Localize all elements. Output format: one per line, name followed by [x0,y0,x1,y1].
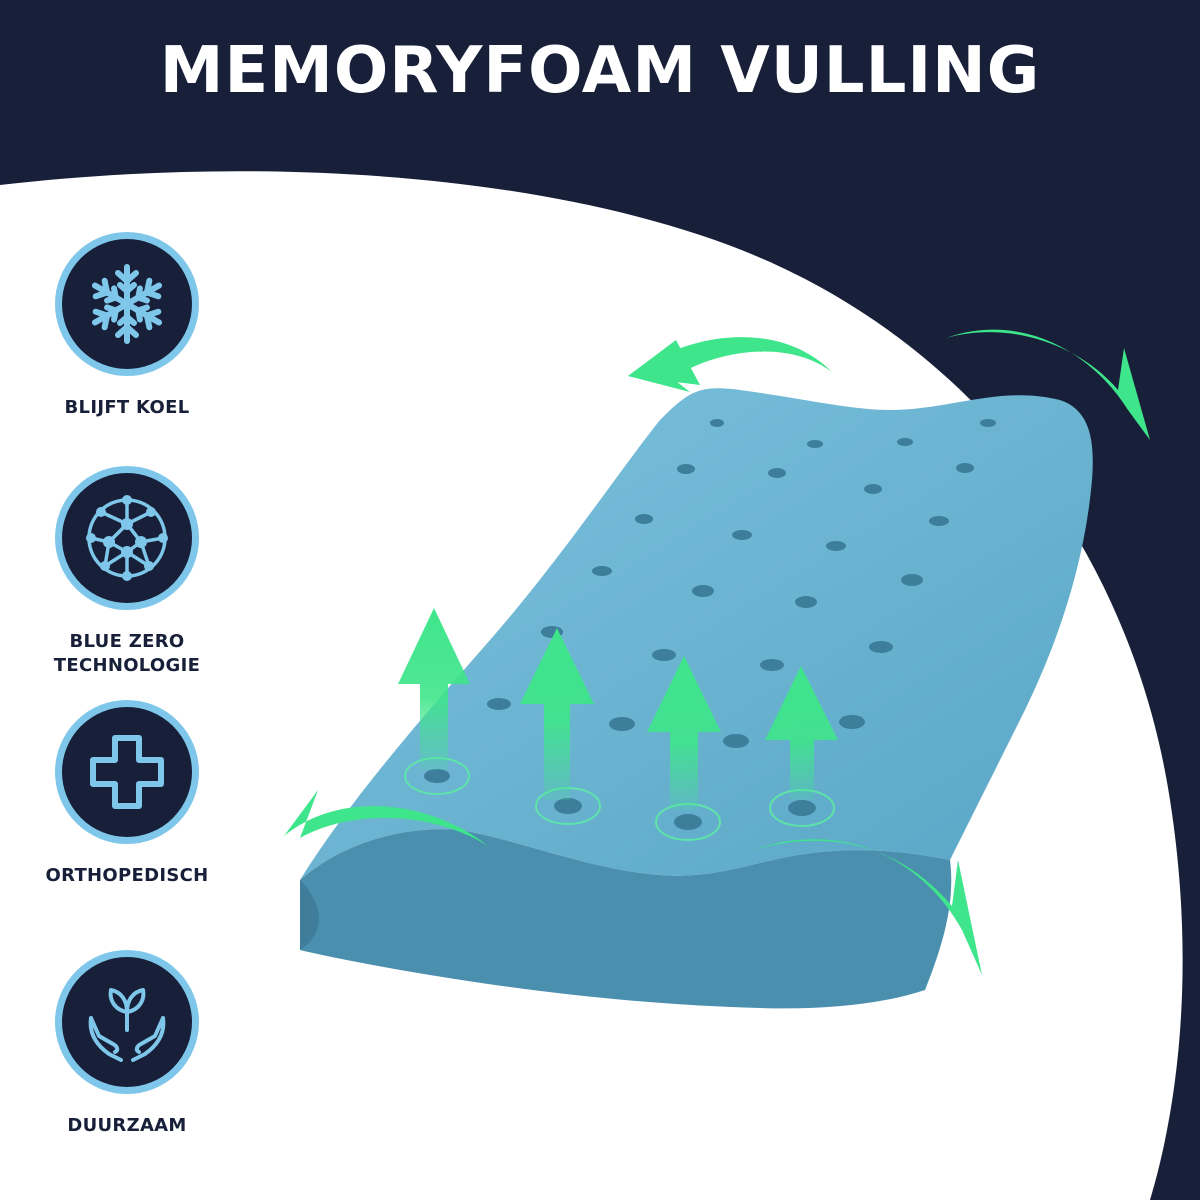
feature-label: BLUE ZERO TECHNOLOGIE [53,631,201,676]
ventilation-holes [424,419,996,830]
feature-label: ORTHOPEDISCH [45,865,209,886]
pillow-top-surface [300,388,1093,880]
airflow-arrow-up [647,656,721,810]
feature-label: DUURZAAM [67,1115,187,1136]
hands-plant-icon [88,988,166,1062]
feature-duurzaam: DUURZAAM [40,950,214,1138]
airflow-arrow-up [765,666,838,800]
feature-label: BLIJFT KOEL [64,397,190,418]
airflow-arrows [398,608,838,810]
curved-arrow-top-right [946,329,1150,440]
network-globe-icon [86,495,168,581]
pillow-front-face [300,829,952,1009]
page-title: MEMORYFOAM VULLING [159,34,1041,108]
curved-arrow-top-left-head [628,340,700,385]
feature-blue-zero: BLUE ZERO TECHNOLOGIE [40,466,214,678]
feature-badge [55,700,199,844]
feature-blijft-koel: BLIJFT KOEL [40,232,214,420]
pillow-left-edge [300,880,319,950]
feature-badge [55,466,199,610]
airflow-arrow-up [520,628,594,800]
medical-cross-icon [90,735,164,809]
feature-badge [55,232,199,376]
feature-orthopedisch: ORTHOPEDISCH [40,700,214,888]
motion-arrows [284,329,1150,975]
snowflake-icon [82,264,172,349]
airflow-arrow-up [398,608,470,770]
feature-badge [55,950,199,1094]
curved-arrow-bottom-left [284,790,488,846]
